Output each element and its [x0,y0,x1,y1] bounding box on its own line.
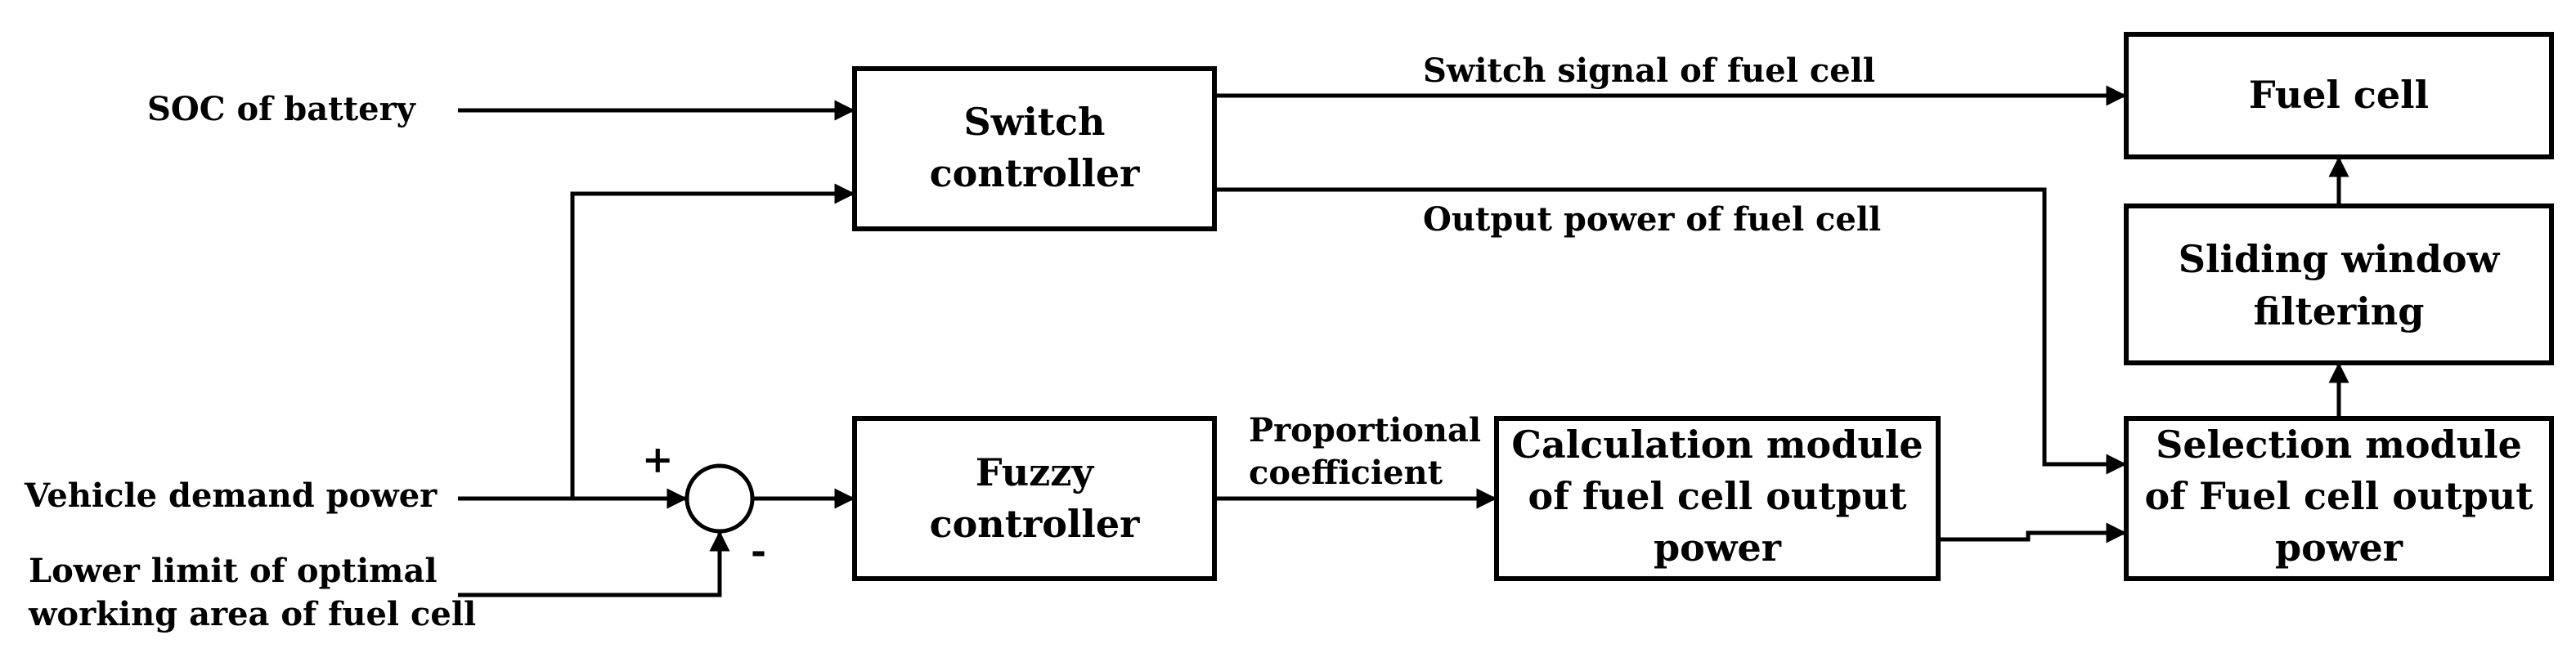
fuel-cell-block: Fuel cell [2124,32,2554,159]
fuzzy-controller-label-2: controller [930,502,1141,546]
lower-limit-label-1: Lower limit of optimal [29,552,438,590]
sliding-window-label-2: filtering [2254,289,2425,333]
vehicle-demand-power-label: Vehicle demand power [24,476,438,515]
switch-controller-label-2: controller [930,151,1141,195]
soc-of-battery-label: SOC of battery [147,90,417,128]
selection-module-label-3: power [2275,526,2403,570]
fuel-cell-label: Fuel cell [2249,73,2429,117]
output-power-label: Output power of fuel cell [1423,200,1881,239]
sliding-window-label-1: Sliding window [2179,237,2501,281]
calculation-module-label-2: of fuel cell output [1528,474,1908,518]
summing-junction: + - [642,437,766,573]
selection-module-block: Selection module of Fuel cell output pow… [2124,416,2554,581]
calculation-module-block: Calculation module of fuel cell output p… [1494,416,1941,581]
calculation-module-label-1: Calculation module [1511,423,1923,467]
switch-signal-label: Switch signal of fuel cell [1423,51,1875,90]
calculation-to-selection-arrow [1938,522,2127,543]
proportional-label-1: Proportional [1249,411,1481,450]
lower-limit-label-2: working area of fuel cell [28,595,476,633]
switch-controller-block: Switch controller [852,66,1217,231]
plus-sign: + [642,437,674,481]
fuzzy-controller-label-1: Fuzzy [976,450,1095,494]
sliding-window-block: Sliding window filtering [2124,204,2554,365]
demand-branch-to-switch-arrow [570,183,855,499]
output-power-arrow [1214,187,2127,475]
switch-controller-label-1: Switch [964,100,1106,144]
selection-module-label-2: of Fuel cell output [2144,474,2533,518]
calculation-module-label-3: power [1654,526,1782,570]
selection-module-label-1: Selection module [2156,423,2522,467]
lower-limit-to-junction-arrow [458,530,730,597]
proportional-label-2: coefficient [1249,454,1443,492]
minus-sign: - [751,529,766,573]
fuzzy-controller-block: Fuzzy controller [852,416,1217,581]
